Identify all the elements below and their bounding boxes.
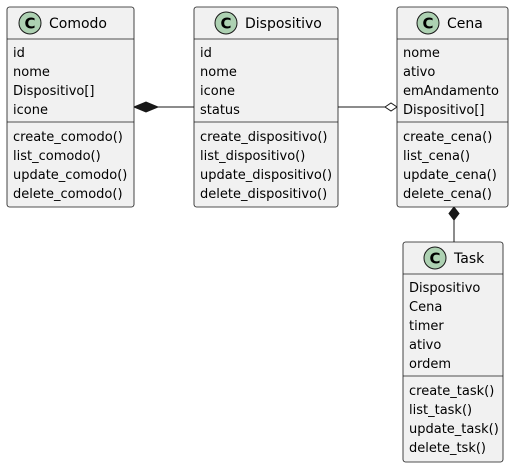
- relation-comodo-dispositivo: [132, 101, 194, 113]
- attribute: ordem: [409, 357, 451, 372]
- composition-diamond-icon: [132, 101, 160, 113]
- class-badge-letter: C: [422, 15, 433, 33]
- attribute: icone: [200, 84, 235, 99]
- aggregation-diamond-icon: [384, 102, 398, 112]
- class-box: [193, 6, 339, 208]
- method: delete_cena(): [403, 187, 492, 202]
- attribute: timer: [409, 319, 444, 334]
- method: list_cena(): [403, 149, 470, 164]
- class-box: [402, 241, 504, 463]
- attribute: id: [13, 46, 25, 61]
- method: update_task(): [409, 422, 499, 437]
- class-badge-letter: C: [220, 15, 231, 33]
- attribute: Dispositivo[]: [13, 84, 95, 99]
- class-dispositivo[interactable]: C Dispositivo id nome icone status creat…: [193, 6, 339, 208]
- method: list_comodo(): [13, 149, 101, 164]
- class-badge-letter: C: [24, 15, 35, 33]
- attribute: nome: [200, 65, 237, 80]
- class-badge-icon: [423, 246, 447, 270]
- attribute: id: [200, 46, 212, 61]
- method: create_dispositivo(): [200, 130, 328, 145]
- class-box: [396, 6, 509, 208]
- relation-cena-task: [448, 206, 460, 242]
- relation-dispositivo-cena: [338, 102, 398, 112]
- attribute: icone: [13, 103, 48, 118]
- attribute: status: [200, 103, 240, 118]
- class-badge-icon: [416, 11, 440, 35]
- method: update_cena(): [403, 168, 497, 183]
- method: create_cena(): [403, 130, 492, 145]
- method: list_dispositivo(): [200, 149, 305, 164]
- class-box: [6, 6, 135, 208]
- method: create_comodo(): [13, 130, 123, 145]
- class-task[interactable]: C Task Dispositivo Cena timer ativo orde…: [402, 241, 504, 463]
- composition-diamond-icon: [448, 206, 460, 221]
- class-badge-letter: C: [429, 250, 440, 268]
- method: delete_dispositivo(): [200, 187, 327, 202]
- class-name: Cena: [447, 16, 483, 32]
- class-name: Dispositivo: [245, 16, 322, 32]
- method: update_dispositivo(): [200, 168, 332, 183]
- method: list_task(): [409, 403, 472, 418]
- method: create_task(): [409, 384, 494, 399]
- class-name: Comodo: [49, 16, 107, 32]
- class-badge-icon: [18, 11, 42, 35]
- method: delete_tsk(): [409, 441, 486, 456]
- attribute: ativo: [403, 65, 435, 80]
- attribute: nome: [403, 46, 440, 61]
- attribute: nome: [13, 65, 50, 80]
- relations: [132, 101, 460, 242]
- class-comodo[interactable]: C Comodo id nome Dispositivo[] icone cre…: [6, 6, 135, 208]
- attribute: Cena: [409, 300, 442, 315]
- attribute: emAndamento: [403, 84, 499, 99]
- attribute: Dispositivo[]: [403, 103, 485, 118]
- method: delete_comodo(): [13, 187, 123, 202]
- class-name: Task: [453, 251, 485, 267]
- class-badge-icon: [214, 11, 238, 35]
- attribute: Dispositivo: [409, 281, 480, 296]
- class-cena[interactable]: C Cena nome ativo emAndamento Dispositiv…: [396, 6, 509, 208]
- attribute: ativo: [409, 338, 441, 353]
- method: update_comodo(): [13, 168, 127, 183]
